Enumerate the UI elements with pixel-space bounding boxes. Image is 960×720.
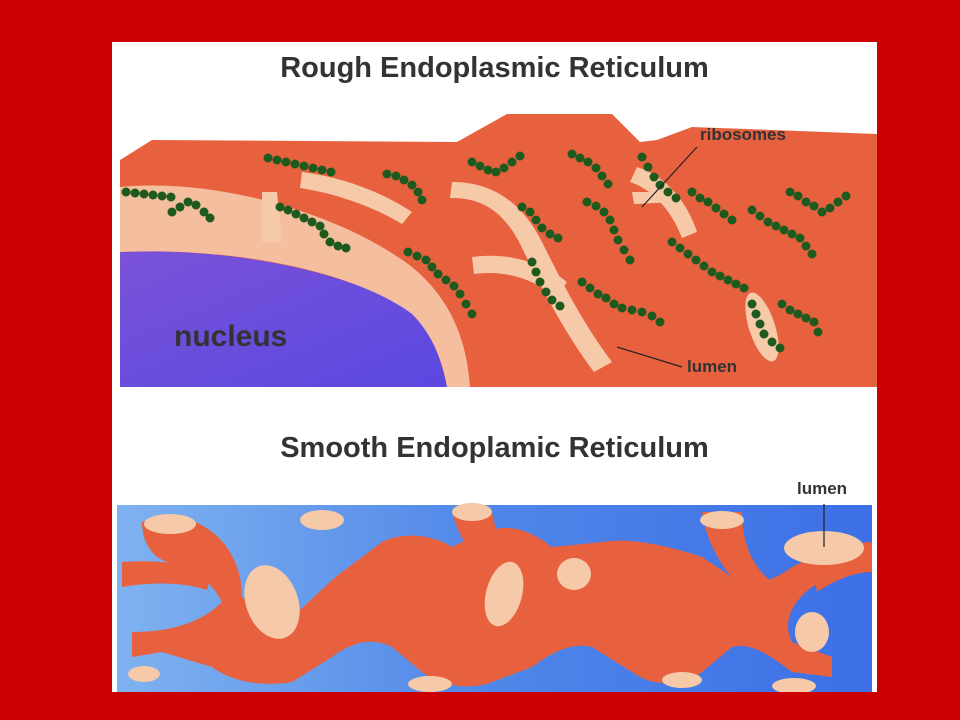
smooth-lumen-10 bbox=[408, 676, 452, 692]
smooth-lumen-5 bbox=[700, 511, 744, 529]
leader-lines bbox=[616, 146, 698, 368]
smooth-lumen-8 bbox=[244, 565, 300, 639]
ribosome-chain-3 bbox=[167, 197, 215, 223]
smooth-lumen-label: lumen bbox=[797, 479, 847, 498]
ribosome-chain-4 bbox=[275, 202, 351, 253]
smooth-lumen-2 bbox=[300, 510, 344, 530]
lumen-channel-3 bbox=[450, 182, 612, 372]
ribosome-chain-16 bbox=[747, 205, 817, 259]
lumen-leader bbox=[616, 346, 683, 368]
ribosome-chain-17 bbox=[785, 187, 851, 217]
smooth-lumen-4 bbox=[557, 558, 591, 590]
rough-er-illustration: ribosomes nucleus lumen bbox=[117, 114, 877, 692]
ribosome-chain-19 bbox=[777, 299, 823, 337]
rough-lumen-label: lumen bbox=[687, 357, 737, 376]
ribosomes-label: ribosomes bbox=[700, 125, 786, 144]
lumen-channel-4 bbox=[472, 255, 567, 297]
smooth-er-lumen-openings bbox=[128, 503, 864, 692]
smooth-lumen-6 bbox=[784, 531, 864, 565]
smooth-er-title: Smooth Endoplamic Reticulum bbox=[280, 432, 709, 464]
ribosome-chain-13 bbox=[637, 152, 681, 203]
ribosome-chains bbox=[121, 149, 851, 353]
ribosome-chain-15 bbox=[667, 237, 749, 293]
smooth-er-tubule-4 bbox=[122, 561, 212, 590]
smooth-lumen-12 bbox=[772, 678, 816, 692]
ribosome-chain-1 bbox=[121, 187, 176, 202]
lumen-channel-2 bbox=[300, 172, 412, 224]
smooth-lumen-1 bbox=[144, 514, 196, 534]
ribosome-chain-9 bbox=[527, 257, 565, 311]
ribosome-chain-6 bbox=[403, 247, 477, 319]
ribosome-chain-2 bbox=[263, 153, 336, 177]
nucleus-shape bbox=[120, 251, 447, 387]
ribosome-chain-12 bbox=[577, 277, 665, 327]
nucleus-label: nucleus bbox=[174, 320, 287, 353]
ribosome-chain-7 bbox=[467, 151, 525, 177]
ribosome-chain-18 bbox=[747, 299, 785, 353]
smooth-lumen-9 bbox=[484, 561, 524, 627]
ribosome-chain-14 bbox=[687, 187, 737, 225]
diagram-panel: Rough Endoplasmic Reticulum bbox=[112, 42, 877, 692]
nuclear-envelope-lumen bbox=[120, 185, 470, 387]
ribosome-chain-8 bbox=[517, 202, 563, 243]
ribosome-chain-5 bbox=[382, 169, 427, 205]
rough-er-title: Rough Endoplasmic Reticulum bbox=[280, 52, 709, 84]
ribosomes-leader bbox=[641, 146, 698, 208]
smooth-er-tubule-3 bbox=[702, 512, 772, 597]
smooth-lumen-7 bbox=[795, 612, 829, 652]
smooth-lumen-3 bbox=[452, 503, 492, 521]
ribosome-chain-11 bbox=[582, 197, 635, 265]
ribosome-chain-10 bbox=[567, 149, 613, 189]
smooth-lumen-13 bbox=[128, 666, 160, 682]
smooth-lumen-11 bbox=[662, 672, 702, 688]
